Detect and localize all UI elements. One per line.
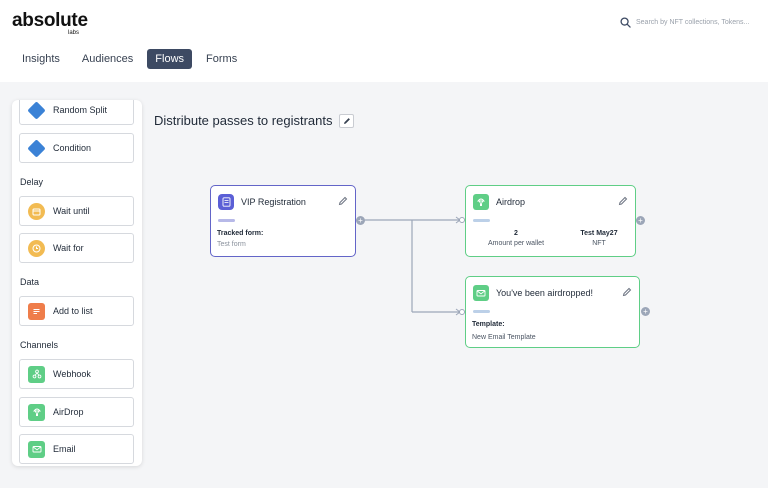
tab-audiences[interactable]: Audiences [81, 53, 134, 65]
search-input[interactable]: Search by NFT collections, Tokens... [636, 19, 750, 26]
palette-item-condition[interactable]: Condition [19, 133, 134, 163]
palette-item-label: Wait for [53, 243, 84, 253]
node-divider [473, 219, 490, 222]
flow-title-text: Distribute passes to registrants [154, 113, 333, 128]
palette-item-email[interactable]: Email [19, 434, 134, 464]
main-nav: Insights Audiences Flows Forms [14, 49, 245, 69]
logo-text: absolute [12, 10, 88, 31]
pencil-icon [343, 117, 350, 124]
search-bar[interactable]: Search by NFT collections, Tokens... [620, 17, 749, 28]
section-data: Data [20, 277, 40, 287]
node-field-label: Tracked form: [217, 230, 264, 237]
logo-subtext: labs [68, 30, 80, 36]
add-step-button[interactable]: + [356, 216, 365, 225]
pencil-icon[interactable] [618, 196, 628, 206]
search-icon [620, 17, 631, 28]
palette-item-wait-for[interactable]: Wait for [19, 233, 134, 263]
node-header: You've been airdropped! [473, 285, 593, 301]
palette-item-label: Email [53, 444, 76, 454]
node-title: VIP Registration [241, 197, 306, 207]
palette-item-label: Condition [53, 143, 92, 153]
list-icon [28, 302, 45, 320]
calendar-icon [28, 202, 45, 220]
node-palette[interactable]: Random Split Condition Delay Wait until … [12, 100, 142, 466]
node-email[interactable]: You've been airdropped! Template: New Em… [465, 276, 640, 348]
edit-title-button[interactable] [339, 113, 355, 128]
tab-flows[interactable]: Flows [147, 49, 193, 69]
add-step-button[interactable]: + [641, 307, 650, 316]
section-delay: Delay [20, 177, 44, 187]
section-channels: Channels [20, 340, 59, 350]
airdrop-icon [473, 194, 489, 210]
top-header: absolute labs Search by NFT collections,… [0, 0, 768, 82]
palette-item-webhook[interactable]: Webhook [19, 359, 134, 389]
node-title: You've been airdropped! [496, 288, 593, 298]
palette-item-add-to-list[interactable]: Add to list [19, 296, 134, 326]
node-field-value: New Email Template [472, 334, 536, 341]
node-airdrop[interactable]: Airdrop 2 Amount per wallet Test May27 N… [465, 185, 636, 257]
palette-item-label: AirDrop [53, 407, 84, 417]
brand-logo[interactable]: absolute labs [12, 10, 88, 37]
email-icon [473, 285, 489, 301]
stat-label: Amount per wallet [487, 240, 545, 247]
node-stat-amount: 2 Amount per wallet [478, 230, 554, 247]
stat-label: NFT [592, 240, 606, 247]
node-stat-nft: Test May27 NFT [566, 230, 632, 247]
node-title: Airdrop [496, 197, 526, 207]
palette-item-label: Random Split [53, 105, 108, 115]
palette-item-random-split[interactable]: Random Split [19, 100, 134, 125]
palette-item-wait-until[interactable]: Wait until [19, 196, 134, 226]
node-header: VIP Registration [218, 194, 306, 210]
node-divider [473, 310, 490, 313]
node-field-value: Test form [217, 241, 246, 248]
pencil-icon[interactable] [338, 196, 348, 206]
palette-item-label: Webhook [53, 369, 91, 379]
tab-insights[interactable]: Insights [22, 53, 60, 65]
stat-value: Test May27 [580, 230, 618, 237]
node-field-label: Template: [472, 321, 505, 328]
tab-forms[interactable]: Forms [206, 53, 238, 65]
node-header: Airdrop [473, 194, 525, 210]
add-step-button[interactable]: + [636, 216, 645, 225]
palette-item-label: Wait until [53, 206, 90, 216]
pencil-icon[interactable] [622, 287, 632, 297]
flow-title: Distribute passes to registrants [154, 113, 355, 128]
node-vip-registration[interactable]: VIP Registration Tracked form: Test form [210, 185, 356, 257]
clock-icon [28, 239, 45, 257]
palette-item-airdrop[interactable]: AirDrop [19, 397, 134, 427]
airdrop-icon [28, 403, 45, 421]
node-divider [218, 219, 235, 222]
email-icon [28, 440, 45, 458]
form-icon [218, 194, 234, 210]
palette-item-label: Add to list [53, 306, 93, 316]
stat-value: 2 [514, 230, 518, 237]
webhook-icon [28, 365, 45, 383]
